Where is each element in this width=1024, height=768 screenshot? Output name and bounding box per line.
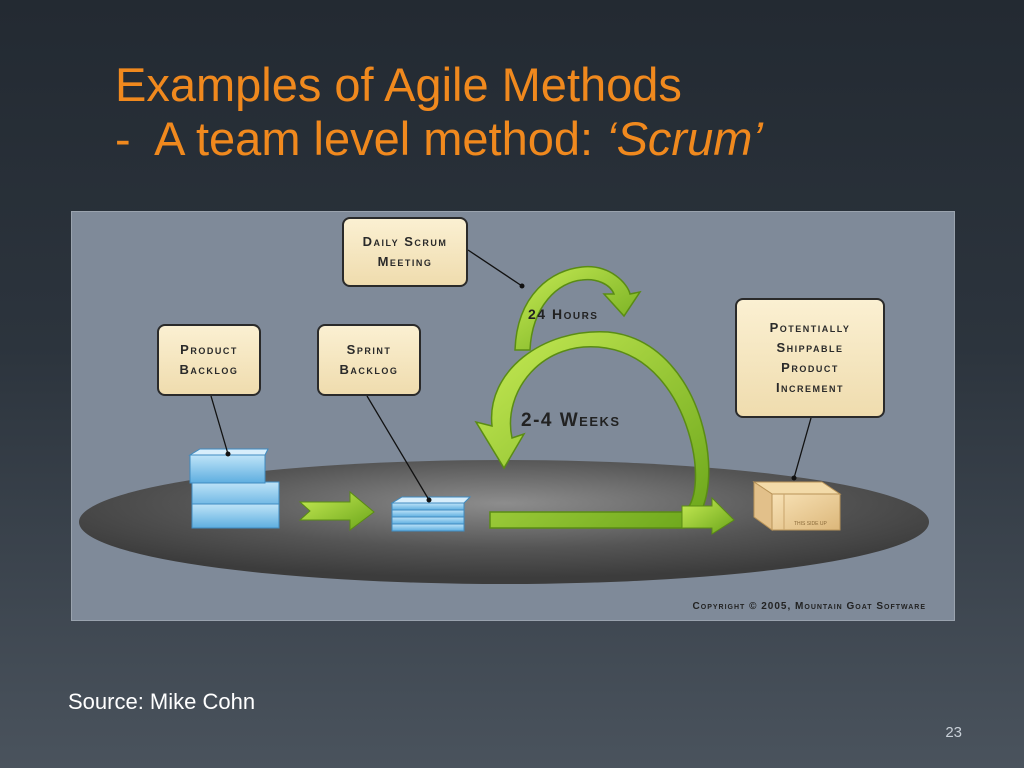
page-number: 23 <box>945 724 962 741</box>
sprint-backlog-stack <box>390 496 472 532</box>
slide-title: Examples of Agile Methods - A team level… <box>115 58 763 166</box>
flow-arrow-1 <box>298 490 375 531</box>
product-backlog-stack <box>188 448 280 529</box>
title-line-2-text: - A team level method: <box>115 112 607 165</box>
sprint-loop-arrow <box>474 331 710 529</box>
title-line-2: - A team level method: ‘Scrum’ <box>115 112 763 166</box>
weeks-label: 2-4 Weeks <box>521 410 621 431</box>
shippable-box: THIS SIDE UP <box>752 481 842 531</box>
box-label: THIS SIDE UP <box>794 521 827 527</box>
connector-dots <box>225 283 797 503</box>
daily-loop-arrow <box>514 266 642 351</box>
shippable-increment-callout: Potentially Shippable Product Increment <box>735 298 885 418</box>
hours-label: 24 Hours <box>528 306 599 322</box>
source-credit: Source: Mike Cohn <box>68 689 256 714</box>
sprint-loop-arrow-head <box>681 496 735 535</box>
scrum-diagram-graphics: THIS SIDE UP <box>79 249 929 584</box>
title-scrum: ‘Scrum’ <box>606 112 763 165</box>
connector-lines <box>210 249 812 501</box>
copyright-text: Copyright © 2005, Mountain Goat Software <box>692 601 926 612</box>
title-line-1: Examples of Agile Methods <box>115 58 682 111</box>
sprint-backlog-callout: Sprint Backlog <box>317 324 421 396</box>
product-backlog-callout: Product Backlog <box>157 324 261 396</box>
scrum-diagram: THIS SIDE UP Daily Scrum Meeting Product… <box>71 211 955 621</box>
daily-scrum-callout: Daily Scrum Meeting <box>342 217 468 287</box>
